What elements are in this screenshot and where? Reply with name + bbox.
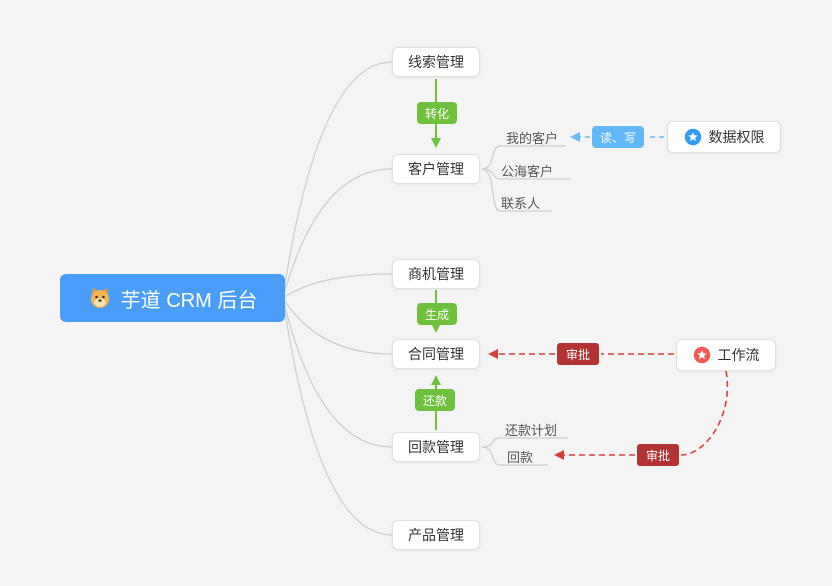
star-icon [684, 128, 702, 146]
node-contract-label: 合同管理 [408, 346, 464, 362]
sub-item-repayment-plan[interactable]: 还款计划 [505, 423, 558, 438]
node-leads-label: 线索管理 [408, 54, 464, 70]
node-business-label: 商机管理 [408, 266, 464, 282]
connector-root-contract [282, 297, 393, 355]
connector-root-product [282, 297, 393, 536]
node-receivable-label: 回款管理 [408, 439, 464, 455]
node-customer-management[interactable]: 客户管理 [392, 154, 480, 184]
connector-receivable-repay-plan [481, 437, 568, 448]
node-workflow-label: 工作流 [717, 347, 760, 363]
dog-icon [88, 286, 112, 310]
connector-root-leads [282, 61, 393, 299]
connector-receivable-payment [481, 446, 548, 466]
edge-badge-convert: 转化 [417, 102, 457, 124]
edge-badge-repay: 还款 [415, 389, 455, 411]
connector-customer-my-customers [481, 145, 566, 170]
edge-badge-approve-contract: 审批 [557, 343, 599, 365]
node-leads-management[interactable]: 线索管理 [392, 47, 480, 77]
connector-customer-contacts [481, 168, 552, 212]
dashed-workflow-to-approve-payment [680, 370, 729, 456]
node-receivable-management[interactable]: 回款管理 [392, 432, 480, 462]
sub-item-my-customers[interactable]: 我的客户 [506, 131, 559, 146]
edge-badge-generate: 生成 [417, 303, 457, 325]
edge-badge-read-write: 读、写 [592, 126, 644, 148]
edge-badge-approve-receivable: 审批 [637, 444, 679, 466]
connector-customer-public-sea [481, 168, 570, 180]
connector-root-customer [282, 168, 393, 299]
star-icon [693, 346, 711, 364]
node-data-permission-label: 数据权限 [708, 129, 765, 145]
node-workflow[interactable]: 工作流 [676, 339, 776, 371]
connector-root-receivable [282, 297, 393, 448]
node-product-label: 产品管理 [408, 527, 464, 543]
node-customer-label: 客户管理 [408, 161, 464, 177]
node-business-management[interactable]: 商机管理 [392, 259, 480, 289]
root-node-crm-backend[interactable]: 芋道 CRM 后台 [60, 274, 285, 322]
sub-item-public-sea-customers[interactable]: 公海客户 [501, 164, 554, 179]
connector-root-business [282, 273, 393, 299]
root-node-label: 芋道 CRM 后台 [120, 289, 258, 312]
node-data-permission[interactable]: 数据权限 [667, 121, 781, 153]
sub-item-payment[interactable]: 回款 [507, 450, 534, 465]
node-product-management[interactable]: 产品管理 [392, 520, 480, 550]
sub-item-contacts[interactable]: 联系人 [501, 196, 541, 211]
node-contract-management[interactable]: 合同管理 [392, 339, 480, 369]
